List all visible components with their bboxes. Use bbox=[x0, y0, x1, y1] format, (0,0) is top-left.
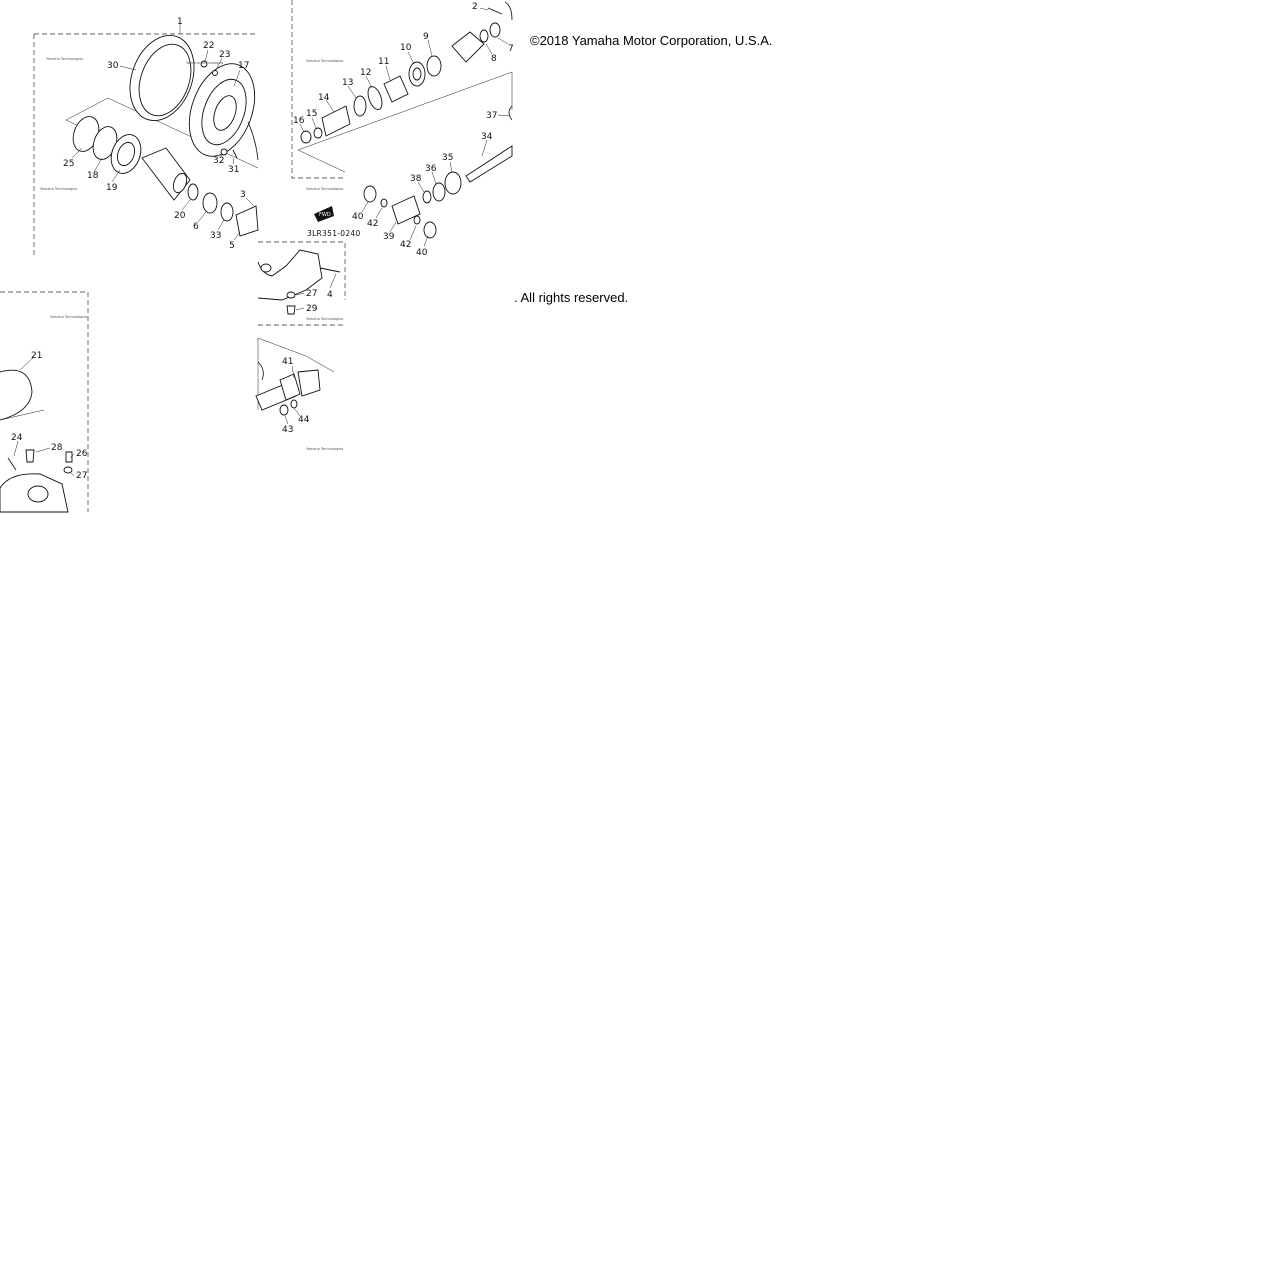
watermark: Yamaha Technologies bbox=[306, 59, 343, 63]
callout-21: 21 bbox=[31, 351, 42, 361]
callout-33: 33 bbox=[210, 231, 221, 241]
callout-28: 28 bbox=[51, 443, 63, 453]
callout-6: 6 bbox=[193, 222, 199, 232]
callout-41: 41 bbox=[282, 357, 293, 367]
watermark: Yamaha Technologies bbox=[306, 447, 343, 451]
callout-37: 37 bbox=[486, 111, 497, 121]
watermark: Yamaha Technologies bbox=[46, 57, 83, 61]
left-upper-assembly bbox=[72, 34, 259, 237]
callout-15: 15 bbox=[306, 109, 317, 119]
panel-outlines bbox=[0, 71, 513, 421]
callout-23: 23 bbox=[219, 50, 230, 60]
watermarks: Yamaha Technologies Yamaha Technologies … bbox=[40, 57, 343, 451]
callout-27: 27 bbox=[306, 289, 317, 299]
left-lower-assembly bbox=[0, 369, 73, 513]
callout-11: 11 bbox=[378, 57, 389, 67]
callout-24: 24 bbox=[11, 433, 23, 443]
watermark: Yamaha Technologies bbox=[40, 187, 77, 191]
callout-13: 13 bbox=[342, 78, 353, 88]
copyright-notice: ©2018 Yamaha Motor Corporation, U.S.A. bbox=[530, 33, 773, 48]
watermark: Yamaha Technologies bbox=[186, 61, 223, 65]
middle-assembly bbox=[257, 249, 341, 315]
callout-35: 35 bbox=[442, 153, 453, 163]
callout-20: 20 bbox=[174, 211, 186, 221]
callout-22: 22 bbox=[203, 41, 214, 51]
callout-2: 2 bbox=[472, 2, 478, 12]
callout-39: 39 bbox=[383, 232, 395, 242]
callout-8: 8 bbox=[491, 54, 497, 64]
callout-42: 42 bbox=[367, 219, 378, 229]
watermark: Yamaha Technologies bbox=[306, 317, 343, 321]
callout-42b: 42 bbox=[400, 240, 411, 250]
callout-44: 44 bbox=[298, 415, 310, 425]
callout-5: 5 bbox=[229, 241, 235, 251]
watermark: Yamaha Technologies bbox=[50, 315, 87, 319]
callout-26: 26 bbox=[76, 449, 88, 459]
callout-40: 40 bbox=[352, 212, 364, 222]
callout-25: 25 bbox=[63, 159, 74, 169]
forward-arrow-icon: FWD bbox=[314, 206, 334, 222]
callout-31: 31 bbox=[228, 165, 239, 175]
callout-29: 29 bbox=[306, 304, 318, 314]
callout-1: 1 bbox=[177, 17, 183, 27]
diagram-code: 3LR351-0240 bbox=[307, 229, 361, 238]
callout-40b: 40 bbox=[416, 248, 428, 258]
callout-18: 18 bbox=[87, 171, 99, 181]
callout-9: 9 bbox=[423, 32, 429, 42]
callout-19: 19 bbox=[106, 183, 118, 193]
callout-4: 4 bbox=[327, 290, 333, 300]
leader-lines bbox=[13, 7, 511, 477]
callout-43: 43 bbox=[282, 425, 293, 435]
callout-14: 14 bbox=[318, 93, 330, 103]
callout-27b: 27 bbox=[76, 471, 87, 481]
forward-arrow-label: FWD bbox=[319, 212, 331, 218]
callout-16: 16 bbox=[293, 116, 305, 126]
callout-38: 38 bbox=[410, 174, 422, 184]
dashed-enclosures bbox=[0, 0, 346, 512]
callout-30: 30 bbox=[107, 61, 119, 71]
callout-10: 10 bbox=[400, 43, 412, 53]
callout-34: 34 bbox=[481, 132, 493, 142]
upper-right-assembly bbox=[300, 1, 513, 239]
callout-36: 36 bbox=[425, 164, 437, 174]
callout-numbers: 1 2 3 4 5 6 7 8 9 10 11 12 13 14 15 16 1… bbox=[11, 2, 514, 481]
callout-32: 32 bbox=[213, 156, 224, 166]
callout-3: 3 bbox=[240, 190, 246, 200]
callout-7: 7 bbox=[508, 44, 514, 54]
callout-17: 17 bbox=[238, 61, 249, 71]
lower-shaft-assembly bbox=[255, 361, 321, 416]
callout-12: 12 bbox=[360, 68, 371, 78]
rights-reserved-notice: . All rights reserved. bbox=[514, 290, 629, 305]
watermark: Yamaha Technologies bbox=[306, 187, 343, 191]
